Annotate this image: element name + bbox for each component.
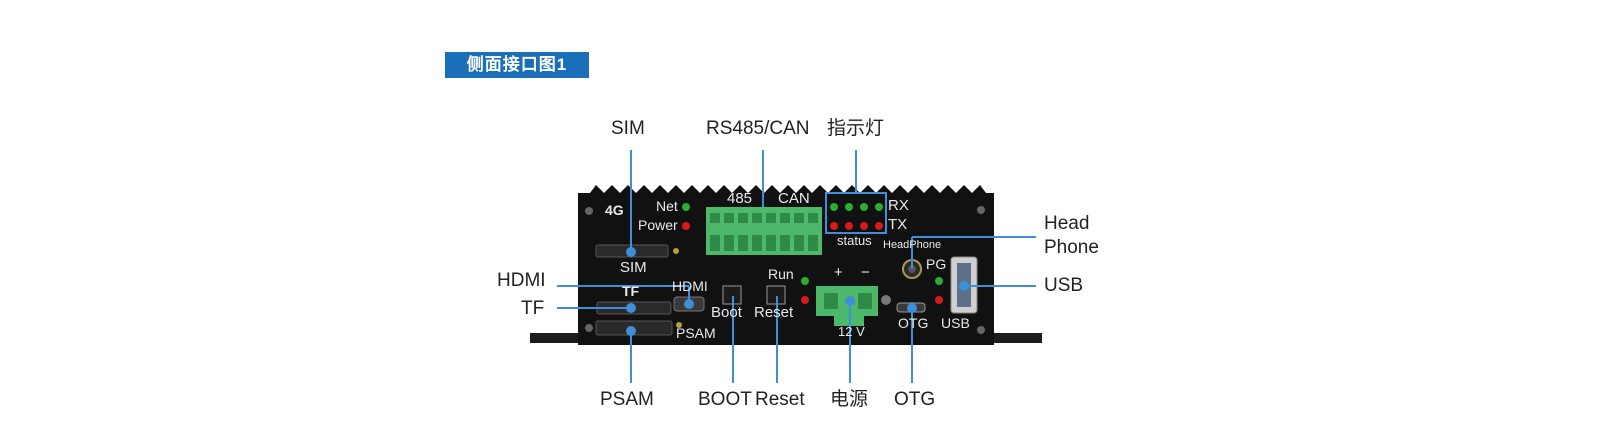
panel-label-reset: Reset [754, 304, 794, 321]
panel-label-plus: + [834, 264, 843, 281]
psam-led [676, 322, 682, 328]
panel-label-psam: PSAM [676, 325, 716, 341]
pg-led-red [935, 296, 943, 304]
panel-label-tx: TX [888, 216, 908, 233]
status-leds-tx [830, 222, 883, 230]
callout-otg: OTG [894, 389, 936, 410]
panel-label-run: Run [768, 266, 794, 282]
panel-label-sim: SIM [620, 259, 647, 276]
run-led-red [801, 296, 809, 304]
sim-led [673, 248, 679, 254]
panel-label-status: status [837, 233, 872, 248]
panel-label-net: Net [656, 198, 678, 214]
panel-label-otg: OTG [898, 315, 929, 331]
net-led [682, 203, 690, 211]
screw-bottom-right [977, 326, 985, 334]
callout-power: 电源 [830, 389, 869, 410]
callout-hdmi: HDMI [497, 270, 546, 291]
panel-label-headphone: HeadPhone [883, 239, 942, 251]
rs485-can-terminal [706, 207, 822, 255]
panel-label-power: Power [638, 217, 678, 233]
panel-label-can: CAN [778, 190, 810, 207]
callout-rs485-can: RS485/CAN [706, 118, 810, 139]
status-leds-rx [830, 203, 883, 211]
callout-indicator: 指示灯 [827, 118, 885, 139]
terminal-screws [710, 213, 818, 251]
power-led [682, 222, 690, 230]
callout-boot: BOOT [698, 389, 752, 410]
panel-label-boot: Boot [711, 304, 742, 321]
panel-label-tf: TF [622, 283, 640, 299]
callout-dots [626, 247, 969, 336]
panel-label-rx: RX [888, 197, 909, 214]
section-title: 侧面接口图1 [445, 52, 589, 78]
screw-top-right [977, 206, 985, 214]
panel-label-4g: 4G [605, 202, 624, 218]
power-screw-right [881, 295, 891, 305]
callout-usb: USB [1044, 275, 1084, 296]
screw-bottom-left [585, 324, 593, 332]
panel-label-485: 485 [727, 190, 753, 207]
callout-lines [557, 150, 1036, 383]
panel-label-pg: PG [926, 256, 947, 272]
panel-label-minus: − [861, 264, 870, 281]
callout-psam: PSAM [600, 389, 654, 410]
panel-label-12v: 12 V [838, 324, 865, 339]
callout-reset: Reset [755, 389, 805, 410]
panel-label-usb: USB [941, 315, 970, 331]
callout-sim: SIM [611, 118, 645, 139]
callout-tf: TF [521, 298, 545, 319]
pg-led-green [935, 277, 943, 285]
callout-phone: Phone [1044, 237, 1099, 258]
callout-head: Head [1044, 213, 1090, 234]
panel-label-hdmi: HDMI [672, 278, 708, 294]
run-led-green [801, 277, 809, 285]
screw-top-left [585, 207, 593, 215]
